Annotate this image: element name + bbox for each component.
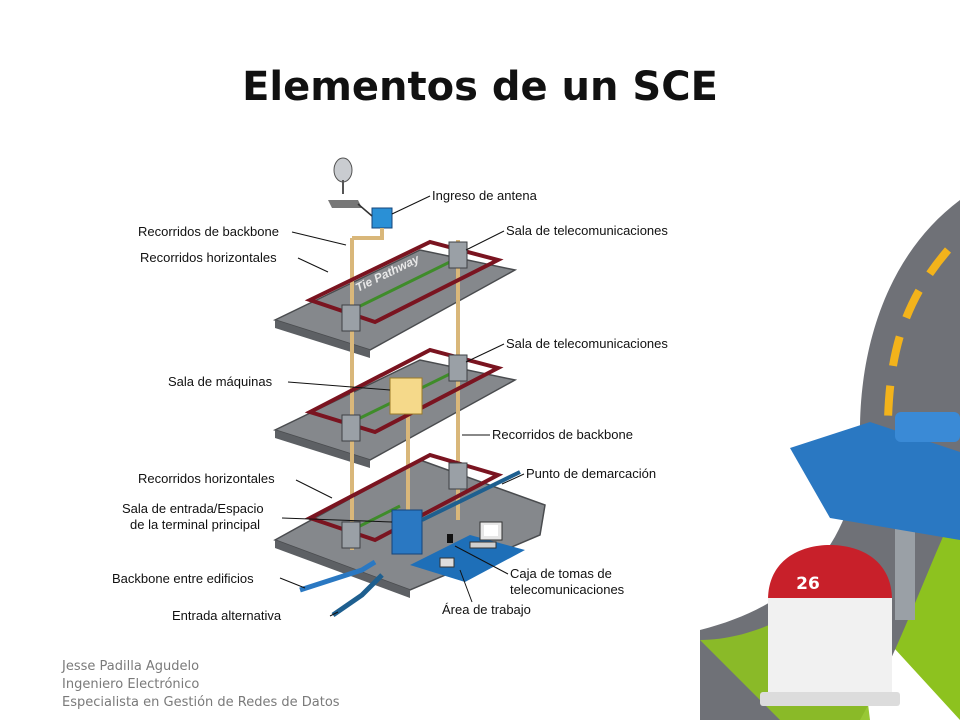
label-caja-tomas-2: telecomunicaciones	[510, 582, 625, 597]
road-sign	[790, 412, 960, 620]
floor-2-edge	[275, 430, 370, 468]
demarcation-cable	[421, 470, 521, 522]
telecom-room-left-3	[341, 304, 361, 332]
label-sala-entrada-2: de la terminal principal	[130, 517, 260, 532]
label-sala-maquinas: Sala de máquinas	[168, 374, 273, 389]
phone-icon	[439, 557, 455, 568]
antenna-backbone	[352, 228, 384, 240]
telecom-room-right-3	[448, 241, 468, 269]
footer-author-info: Jesse Padilla Agudelo Ingeniero Electrón…	[62, 658, 340, 712]
label-sala-telecom-1: Sala de telecomunicaciones	[506, 223, 668, 238]
footer-author-name: Jesse Padilla Agudelo	[62, 659, 200, 674]
slide-number: 26	[796, 574, 820, 594]
label-sala-telecom-2: Sala de telecomunicaciones	[506, 336, 668, 351]
telecom-room-right-1	[448, 462, 468, 490]
label-recorridos-backbone-top: Recorridos de backbone	[138, 224, 279, 239]
footer-author-specialty: Especialista en Gestión de Redes de Dato…	[62, 695, 340, 710]
label-caja-tomas-1: Caja de tomas de	[510, 566, 612, 581]
footer-author-degree: Ingeniero Electrónico	[62, 677, 200, 692]
milestone-marker	[760, 545, 900, 706]
antenna-cable	[357, 203, 373, 217]
label-ingreso-antena: Ingreso de antena	[432, 188, 538, 203]
telecom-room-right-2	[448, 354, 468, 382]
alternative-entry-cable	[331, 573, 384, 618]
label-entrada-alternativa: Entrada alternativa	[172, 608, 282, 623]
label-recorridos-horizontales-bottom: Recorridos horizontales	[138, 471, 275, 486]
road-dashes	[884, 247, 952, 421]
page-title: Elementos de un SCE	[242, 64, 718, 110]
floor-3-edge	[275, 320, 370, 358]
entrance-facility-box	[391, 509, 423, 555]
machine-room-box	[389, 377, 423, 415]
tie-pathway-floor-3	[351, 256, 459, 312]
label-backbone-edificios: Backbone entre edificios	[112, 571, 254, 586]
telecom-room-left-1	[341, 521, 361, 549]
floor-3	[272, 249, 518, 351]
antenna-entry-box	[371, 207, 393, 229]
label-area-trabajo: Área de trabajo	[442, 602, 531, 617]
structured-cabling-diagram: Tie Pathway Ingreso de antena Recorridos…	[112, 157, 668, 623]
wall-outlet-icon	[447, 534, 453, 543]
antenna-icon	[328, 157, 362, 208]
inter-building-backbone	[299, 559, 377, 593]
telecom-room-left-2	[341, 414, 361, 442]
computer-icon	[469, 521, 503, 549]
label-recorridos-horizontales-top: Recorridos horizontales	[140, 250, 277, 265]
leader-lines	[279, 195, 525, 617]
label-punto-demarcacion: Punto de demarcación	[526, 466, 656, 481]
label-sala-entrada-1: Sala de entrada/Espacio	[122, 501, 264, 516]
label-recorridos-backbone-mid: Recorridos de backbone	[492, 427, 633, 442]
